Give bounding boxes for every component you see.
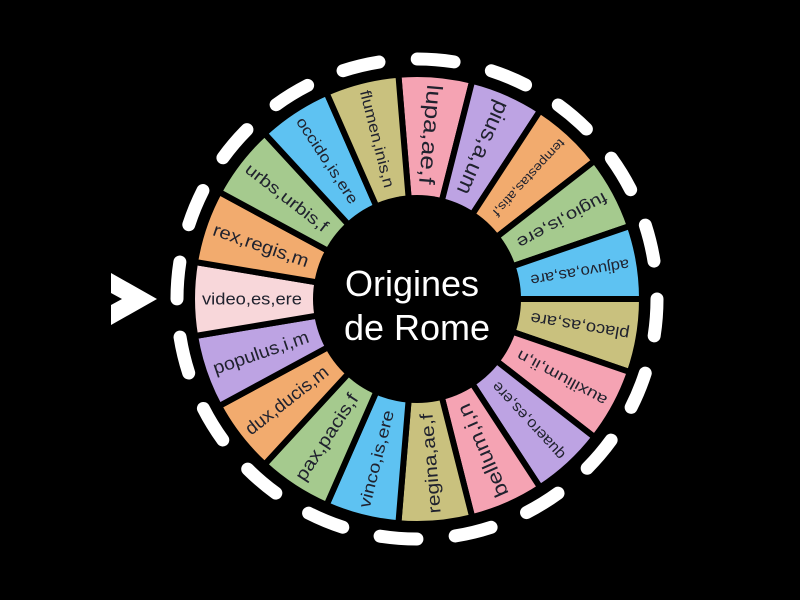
wheel-title-line2: de Rome [344,307,490,348]
wheel-hub [313,195,521,403]
segment-label: video,es,ere [202,290,302,309]
wheel-title: Origines de Rome [344,263,490,348]
wheel-dashed-border [170,52,664,546]
pointer-arrow-icon [111,273,157,325]
wheel-title-line1: Origines [345,263,479,304]
